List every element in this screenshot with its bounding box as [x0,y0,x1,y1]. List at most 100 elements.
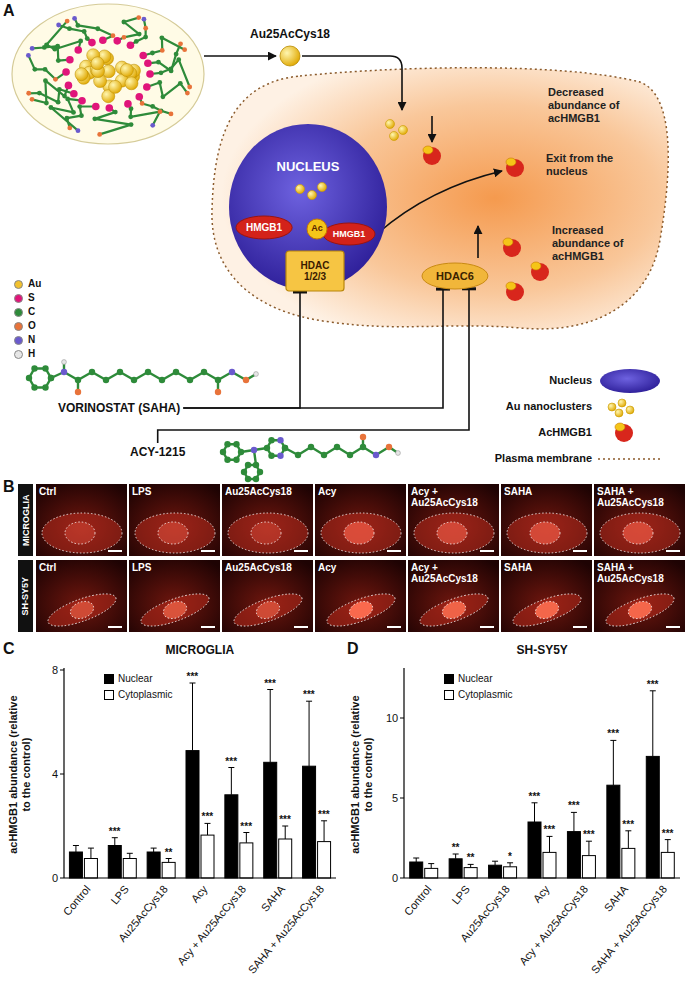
error-cap [571,812,577,813]
legend-text: Cytoplasmic [458,689,512,701]
significance-mark: *** [264,679,276,689]
cell-outline [602,587,677,632]
error-bar [270,690,271,763]
tick-label: 5 [392,792,398,805]
error-bar [90,848,91,858]
scale-bar [573,626,587,628]
error-bar [75,846,76,853]
tick [400,718,404,719]
atom [65,19,70,24]
atom [128,114,133,119]
error-cap [228,767,234,768]
atom [26,375,32,381]
sulfur-atom [146,70,154,78]
panel-letter: C [3,640,15,658]
gold-atom [109,80,122,93]
atom [92,116,97,121]
bar [240,843,253,878]
scale-bar [108,550,122,552]
significance-mark: ** [452,843,460,853]
atom [131,377,137,383]
atom [215,377,221,383]
error-cap [190,683,196,684]
error-cap [112,837,118,838]
atom [117,369,123,375]
ligand-bond [139,97,171,114]
atom [53,77,58,82]
nucleus-outline [533,598,561,621]
atom [150,51,155,56]
sulfur-atom [78,97,86,105]
error-cap [321,820,327,821]
atom [67,26,72,31]
atom [79,113,84,118]
scale-bar [294,550,308,552]
inhibition-line [183,289,443,408]
error-cap [151,848,157,849]
x-axis [64,877,336,878]
atom [187,377,193,383]
label: Increased abundance of acHMGB1 [552,224,648,264]
atom [347,452,353,458]
legend-text: Nuclear [118,673,152,685]
error-cap [428,863,434,864]
tick-label: 4 [52,768,58,781]
bar [622,848,635,878]
error-bar [549,836,550,852]
bar [528,822,541,878]
error-bar [534,803,535,822]
atom [282,445,288,451]
atom [229,369,235,375]
atom [220,449,226,455]
atom [30,46,35,51]
atom [160,94,165,99]
legend-swatch [444,690,454,700]
atom [396,451,401,456]
sulfur-atom [105,104,113,112]
atom [360,434,366,440]
category-label: LPS [109,883,132,907]
atom [295,452,301,458]
bar [582,856,595,878]
significance-mark: *** [225,757,237,767]
ligand-bond [130,19,145,45]
atom [157,80,162,85]
hmgb1-protein: HMGB1 [236,216,292,239]
legend-text: Nuclear [458,673,492,685]
atom-swatch [14,280,23,289]
atom [143,35,148,40]
atom [224,441,230,447]
atom [143,26,148,31]
bar [661,852,674,878]
ellipse-shape [236,216,292,239]
bar [303,766,316,878]
atom [174,52,179,57]
hdac-shape [286,251,344,291]
ellipse-shape [422,263,488,289]
significance-mark: *** [202,812,214,822]
image-label: Acy [318,486,404,497]
atom [137,32,142,37]
atom [31,384,37,390]
atom [159,377,165,383]
legend-swatch [104,674,114,684]
error-bar [324,821,325,842]
micrograph [36,484,127,556]
atom [48,105,53,110]
micrograph [222,560,313,632]
tick-label: 8 [52,664,58,677]
node-text: HDAC 1/2/3 [289,260,341,283]
atom-swatch [14,322,23,331]
atom [76,128,81,133]
nucleus-outline [623,522,653,544]
significance-mark: *** [662,829,674,839]
scale-bar [573,550,587,552]
image-label: Au25AcCys18 [225,562,311,573]
bar [410,862,423,878]
category-label: SAHA + Au25AcCys18 [245,883,326,976]
image-label: SAHA [504,562,590,573]
error-cap [267,689,273,690]
scale-bar [387,550,401,552]
atom [185,91,190,96]
